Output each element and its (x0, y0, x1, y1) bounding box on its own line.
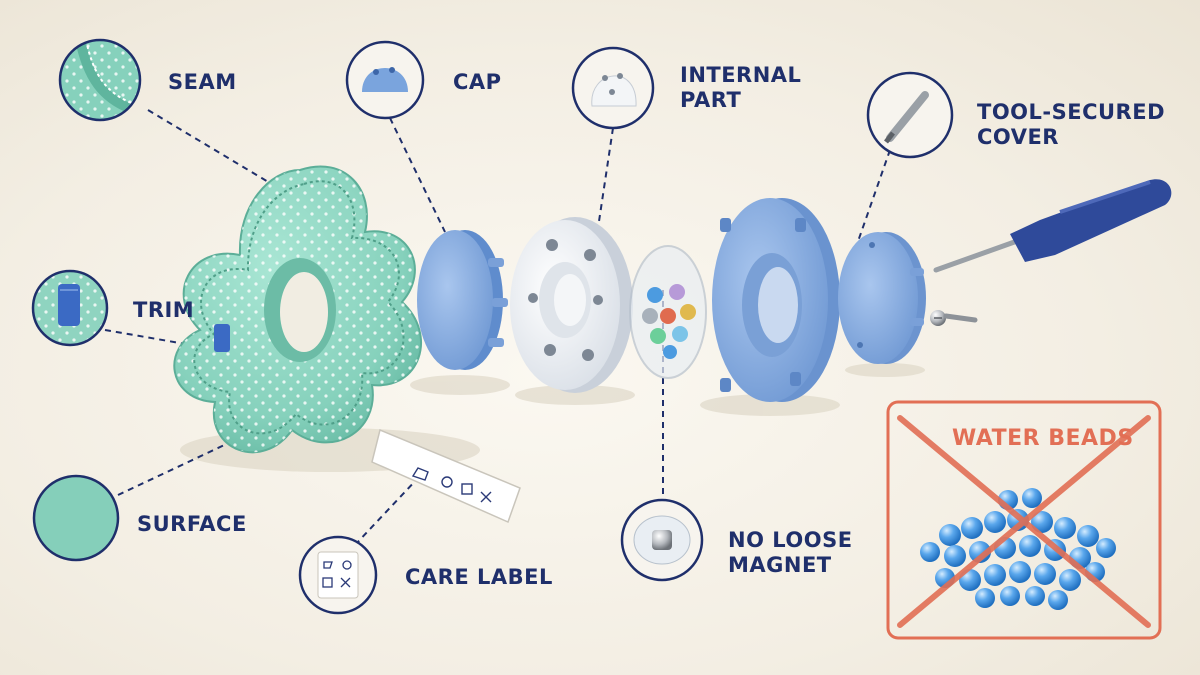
screw (930, 310, 978, 326)
internal-part-label: INTERNAL PART (680, 63, 802, 112)
cover-plate (838, 232, 926, 364)
plush-flower (173, 165, 521, 524)
screwdriver (933, 179, 1172, 273)
callout-tool-circle (866, 71, 954, 159)
callout-seam-circle (58, 38, 142, 122)
rattle-capsule (629, 245, 707, 379)
callout-care-label-circle (298, 535, 378, 615)
care-label-tag (371, 428, 521, 524)
trim-label: TRIM (133, 298, 195, 322)
water-beads-label: WATER BEADS (952, 426, 1134, 451)
seam-label: SEAM (168, 70, 237, 94)
callout-internal-part-circle (571, 46, 655, 130)
surface-label: SURFACE (137, 512, 247, 536)
housing-part (712, 198, 840, 402)
cap-part (417, 230, 508, 370)
internal-part (510, 217, 633, 393)
no-loose-magnet-label: NO LOOSE MAGNET (728, 528, 853, 577)
callout-cap-circle (345, 40, 425, 120)
callout-surface-circle (32, 474, 120, 562)
care-label-label: CARE LABEL (405, 565, 553, 589)
callout-magnet-circle (620, 498, 704, 582)
water-beads (920, 488, 1116, 610)
prohibition-cross (897, 415, 1151, 628)
callout-trim-circle (31, 269, 109, 347)
tool-secured-cover-label: TOOL-SECURED COVER (977, 100, 1166, 149)
water-beads-warning-panel (886, 400, 1162, 640)
cap-label: CAP (453, 70, 502, 94)
